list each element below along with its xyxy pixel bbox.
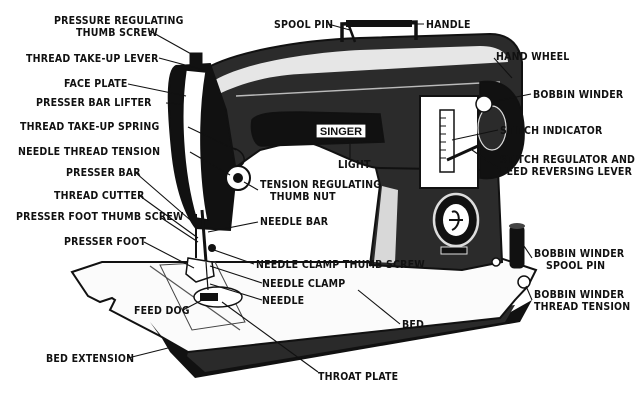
leader-thread-cutter (139, 195, 199, 239)
leader-thread-take-up-spring (187, 126, 237, 151)
label-needle-thread-tension: NEEDLE THREAD TENSION (18, 146, 160, 158)
needle-shape (205, 261, 209, 291)
stitch-regulator-lever (446, 144, 479, 162)
label-feed-dog: FEED DOG (134, 305, 190, 317)
label-needle-clamp: NEEDLE CLAMP (262, 278, 345, 290)
badge-plate (440, 246, 468, 255)
leader-presser-foot-thumb-screw (159, 216, 199, 243)
labels: PRESSURE REGULATING THUMB SCREW THREAD T… (16, 15, 639, 383)
stitch-indicator-slot (439, 109, 455, 173)
bed-hinge-screw (491, 257, 501, 267)
arm-highlight (215, 46, 508, 96)
leader-bobbin-winder (491, 93, 532, 103)
leader-needle-clamp (209, 265, 263, 284)
leader-bobbin-winder-thread-tension (525, 285, 533, 301)
feed-dog-shape (200, 293, 218, 301)
label-presser-bar-lifter: PRESSER BAR LIFTER (36, 97, 152, 109)
label-bobbin-winder-thread-tension: BOBBIN WINDER THREAD TENSION (534, 289, 630, 313)
leader-spool-pin (327, 23, 351, 31)
leader-throat-plate (221, 301, 319, 373)
label-stitch-regulator: STITCH REGULATOR AND FEED REVERSING LEVE… (500, 154, 639, 178)
label-thread-cutter: THREAD CUTTER (54, 190, 145, 202)
spool-pin-shape (347, 25, 357, 43)
pillar-highlight (374, 186, 398, 263)
label-needle-clamp-thumb-screw: NEEDLE CLAMP THUMB SCREW (256, 259, 425, 271)
bobbin-winder-thread-tension-shape (517, 275, 531, 289)
label-throat-plate: THROAT PLATE (318, 371, 398, 383)
leader-stitch-indicator (451, 129, 499, 141)
leader-needle (209, 283, 263, 301)
face-plate-shape (182, 69, 209, 221)
label-bobbin-winder-spool-pin: BOBBIN WINDER SPOOL PIN (534, 248, 628, 272)
arm-stripe (235, 81, 501, 97)
leader-pressure-regulating-thumb-screw (149, 30, 194, 56)
leader-tension-regulating-thumb-nut (243, 181, 259, 191)
sewing-machine-illustration: SINGER (70, 20, 538, 378)
leader-needle-clamp-thumb-screw (213, 249, 255, 265)
label-thread-take-up-spring: THREAD TAKE-UP SPRING (20, 121, 159, 133)
label-needle-bar: NEEDLE BAR (260, 216, 329, 228)
label-face-plate: FACE PLATE (64, 78, 128, 90)
leader-bed (357, 289, 401, 325)
label-presser-foot-thumb-screw: PRESSER FOOT THUMB SCREW (16, 211, 184, 223)
leader-presser-foot (143, 241, 195, 269)
leader-face-plate (127, 83, 187, 97)
singer-medallion-mark (449, 210, 463, 231)
leader-bobbin-winder-spool-pin (519, 239, 533, 259)
label-stitch-indicator: STITCH INDICATOR (500, 125, 603, 137)
singer-name-plate-text: SINGER (320, 126, 362, 138)
leader-needle-thread-tension (189, 151, 231, 176)
bobbin-winder-spool-top (509, 223, 525, 229)
label-bobbin-winder: BOBBIN WINDER (533, 89, 624, 101)
leader-needle-bar (207, 221, 259, 233)
label-hand-wheel: HAND WHEEL (496, 51, 570, 63)
singer-name-plate (315, 123, 367, 139)
label-spool-pin: SPOOL PIN (274, 19, 333, 31)
leader-thread-take-up-lever (158, 57, 205, 71)
bobbin-winder-wheel (475, 95, 493, 113)
leader-presser-bar (135, 172, 197, 226)
leader-presser-bar-lifter (165, 102, 183, 105)
bed-extension-edge (150, 322, 188, 365)
leader-stitch-regulator (471, 149, 499, 169)
label-thread-take-up-lever: THREAD TAKE-UP LEVER (26, 53, 159, 65)
leader-hand-wheel (493, 57, 513, 79)
label-pressure-regulating-thumb-screw: PRESSURE REGULATING THUMB SCREW (54, 15, 187, 39)
label-tension-regulating-thumb-nut: TENSION REGULATING THUMB NUT (260, 179, 385, 203)
bobbin-winder-spool (509, 225, 525, 269)
needle-bar-shape (200, 209, 208, 263)
leader-bed-extension (127, 347, 169, 359)
tension-assembly-center (233, 173, 243, 183)
label-presser-foot: PRESSER FOOT (64, 236, 147, 248)
leader-feed-dog (182, 297, 207, 311)
label-bed-extension: BED EXTENSION (46, 353, 134, 365)
label-presser-bar: PRESSER BAR (66, 167, 141, 179)
label-bed: BED (402, 319, 424, 331)
label-handle: HANDLE (426, 19, 471, 31)
stitch-indicator-scale (440, 117, 446, 159)
label-needle: NEEDLE (262, 295, 304, 307)
leader-lines (127, 23, 533, 373)
pressure-regulating-thumb-screw-shape (189, 52, 203, 68)
handle-grip (346, 20, 412, 27)
thread-take-up-spring-shape (231, 147, 245, 167)
label-light: LIGHT (338, 159, 371, 171)
